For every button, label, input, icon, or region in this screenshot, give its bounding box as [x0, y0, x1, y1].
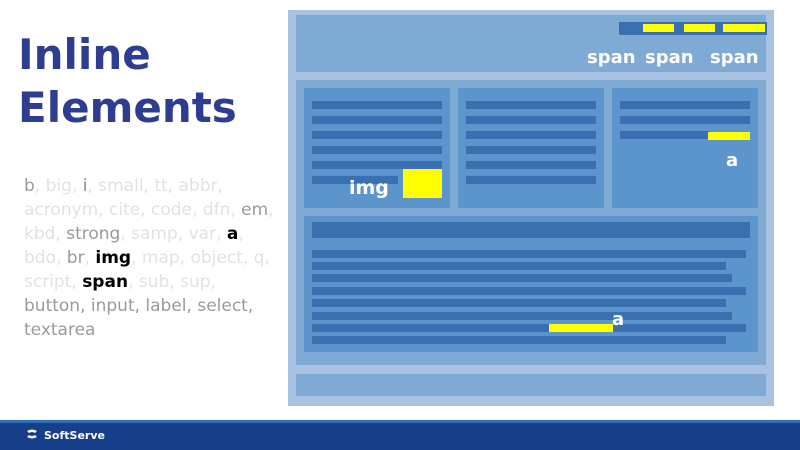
- slide-footer-bar: SoftServe: [0, 420, 800, 450]
- text-line: [466, 101, 596, 109]
- span-highlight-3: [723, 24, 765, 32]
- element-token: a: [226, 224, 239, 244]
- slide-title: Inline Elements: [18, 28, 278, 134]
- text-line: [312, 274, 732, 282]
- text-line: [312, 116, 442, 124]
- text-line: [312, 262, 726, 270]
- text-line: [620, 101, 750, 109]
- text-line: [466, 131, 596, 139]
- inline-element-list: b, big, i, small, tt, abbr, acronym, cit…: [24, 174, 274, 342]
- element-token: , map, object, q, script,: [24, 248, 270, 292]
- element-token: , big,: [34, 176, 83, 196]
- element-token: b: [24, 176, 35, 196]
- text-line: [312, 312, 732, 320]
- img-label: img: [349, 177, 389, 199]
- element-list-last-lines: button, input, label, select, textarea: [24, 296, 254, 340]
- element-token: strong: [66, 224, 121, 244]
- heading-bar: [312, 222, 750, 238]
- slide-title-line2: Elements: [18, 83, 237, 132]
- link-label-top: a: [726, 150, 739, 171]
- softserve-logo: SoftServe: [24, 428, 105, 442]
- text-line: [312, 324, 746, 332]
- link-highlight-main: [549, 324, 613, 332]
- element-token: em: [241, 200, 269, 220]
- footer-stripe: [0, 420, 800, 423]
- text-line: [312, 299, 726, 307]
- footer-region: [296, 374, 766, 396]
- element-list-tokens: b, big, i, small, tt, abbr, acronym, cit…: [24, 176, 274, 292]
- element-token: img: [95, 248, 132, 268]
- text-line: [620, 131, 710, 139]
- text-line: [312, 336, 726, 344]
- column-2: [458, 88, 604, 208]
- column-3: a: [612, 88, 758, 208]
- column-1: img: [304, 88, 450, 208]
- text-line: [466, 146, 596, 154]
- element-token: , kbd,: [24, 200, 274, 244]
- main-article: a: [304, 216, 758, 352]
- header-region: span span span: [296, 15, 767, 72]
- logo-text: SoftServe: [44, 428, 105, 442]
- span-label-3: span: [710, 47, 759, 68]
- element-token: , sub, sup,: [128, 272, 216, 292]
- text-line: [466, 116, 596, 124]
- element-token: i: [82, 176, 88, 196]
- slide-title-line1: Inline: [18, 30, 151, 79]
- element-token: span: [82, 272, 129, 292]
- text-line: [312, 161, 442, 169]
- element-token: br: [66, 248, 85, 268]
- element-token: , bdo,: [24, 224, 244, 268]
- page-layout-diagram: span span span img a: [288, 10, 774, 406]
- text-line: [312, 146, 442, 154]
- span-label-1: span: [587, 47, 636, 68]
- content-region: img a a: [296, 80, 766, 365]
- element-token: ,: [84, 248, 96, 268]
- text-line: [312, 131, 442, 139]
- span-highlight-1: [643, 24, 674, 32]
- img-highlight: [403, 169, 442, 198]
- text-line: [312, 287, 746, 295]
- softserve-logo-icon: [27, 429, 37, 439]
- span-highlight-2: [684, 24, 715, 32]
- element-token: , samp, var,: [120, 224, 227, 244]
- text-line: [312, 176, 398, 184]
- link-label-main: a: [612, 309, 625, 330]
- text-line: [312, 101, 442, 109]
- link-highlight: [708, 132, 750, 140]
- text-line: [466, 176, 596, 184]
- text-line: [312, 250, 746, 258]
- text-line: [620, 116, 750, 124]
- text-line: [466, 161, 596, 169]
- nav-bar: [619, 22, 767, 35]
- element-token: , small, tt, abbr, acronym, cite, code, …: [24, 176, 242, 220]
- span-label-2: span: [645, 47, 694, 68]
